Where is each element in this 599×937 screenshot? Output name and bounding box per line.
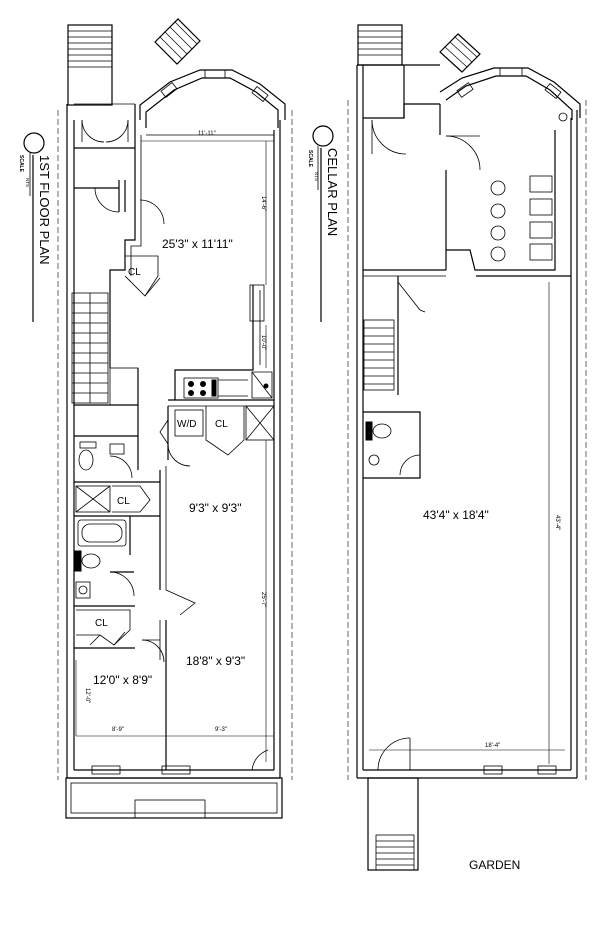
dim-bottom-left: 8'-9"	[112, 727, 124, 733]
toilet-icon	[81, 553, 101, 569]
dim-cellar-width: 18'-4"	[485, 743, 500, 749]
bath-sink-icon	[368, 454, 380, 466]
cellar-scale-label: SCALE	[307, 150, 313, 168]
bath-sink-icon	[109, 443, 125, 455]
first-floor-rear	[65, 749, 283, 819]
toilet-icon	[372, 423, 392, 439]
living-room-dimensions: 25'3" x 11'11"	[162, 237, 233, 251]
first-floor-entry-doors	[74, 119, 165, 225]
cellar-labels: 43'4" x 18'4" 43'-4" 18'-4" GARDEN	[423, 508, 560, 872]
bathtub-icon	[77, 519, 127, 547]
closet-label: CL	[95, 618, 108, 629]
first-floor-exterior-walls	[57, 69, 293, 780]
washer-dryer-icon	[174, 409, 204, 437]
first-floor-front-stairs	[67, 18, 201, 106]
first-floor-title-block: 1ST FLOOR PLAN SCALE NTS	[18, 132, 52, 322]
first-floor-interior-walls	[71, 135, 275, 770]
closet-label: CL	[128, 267, 141, 278]
cellar-plan: CELLAR PLAN SCALE NTS	[307, 24, 587, 872]
dim-depth-front: 14'-6"	[260, 196, 266, 211]
first-floor-plan: 1ST FLOOR PLAN SCALE NTS	[18, 18, 293, 819]
dim-kitchen-length: 10'-0"	[260, 335, 266, 350]
dim-width-top: 11'-11"	[198, 131, 216, 137]
dim-bottom-right: 9'-3"	[215, 727, 227, 733]
first-floor-labels: 25'3" x 11'11" 9'3" x 9'3" 18'8" x 9'3" …	[84, 131, 266, 733]
dim-cellar-depth: 43'-4"	[554, 515, 560, 530]
first-floor-title: 1ST FLOOR PLAN	[37, 155, 52, 265]
dim-left-depth: 12'-0"	[84, 688, 90, 703]
washer-dryer-label: W/D	[177, 419, 196, 430]
cellar-interior-walls	[363, 103, 571, 871]
first-floor-dimension-lines	[75, 140, 274, 762]
garden-label: GARDEN	[469, 858, 520, 872]
first-floor-scale-value: NTS	[25, 178, 30, 187]
cellar-main-dimensions: 43'4" x 18'4"	[423, 508, 489, 522]
stove-icon	[183, 377, 219, 399]
toilet-icon	[79, 441, 97, 449]
north-marker-icon	[23, 132, 45, 154]
cellar-title-block: CELLAR PLAN SCALE NTS	[307, 125, 340, 322]
closet-label: CL	[215, 419, 228, 430]
cellar-title: CELLAR PLAN	[325, 148, 340, 236]
first-floor-scale-label: SCALE	[18, 155, 24, 173]
dim-rear-depth: 25'-7"	[260, 592, 266, 607]
rear-right-room-dimensions: 18'8" x 9'3"	[186, 654, 245, 668]
north-marker-icon	[312, 125, 334, 147]
rear-left-room-dimensions: 12'0" x 8'9"	[93, 673, 152, 687]
shower-icon	[75, 485, 111, 513]
cellar-exterior-walls	[347, 64, 587, 780]
cellar-scale-value: NTS	[314, 172, 319, 181]
closet-label: CL	[117, 496, 130, 507]
bath-sink-icon	[75, 581, 91, 599]
middle-room-dimensions: 9'3" x 9'3"	[189, 501, 241, 515]
